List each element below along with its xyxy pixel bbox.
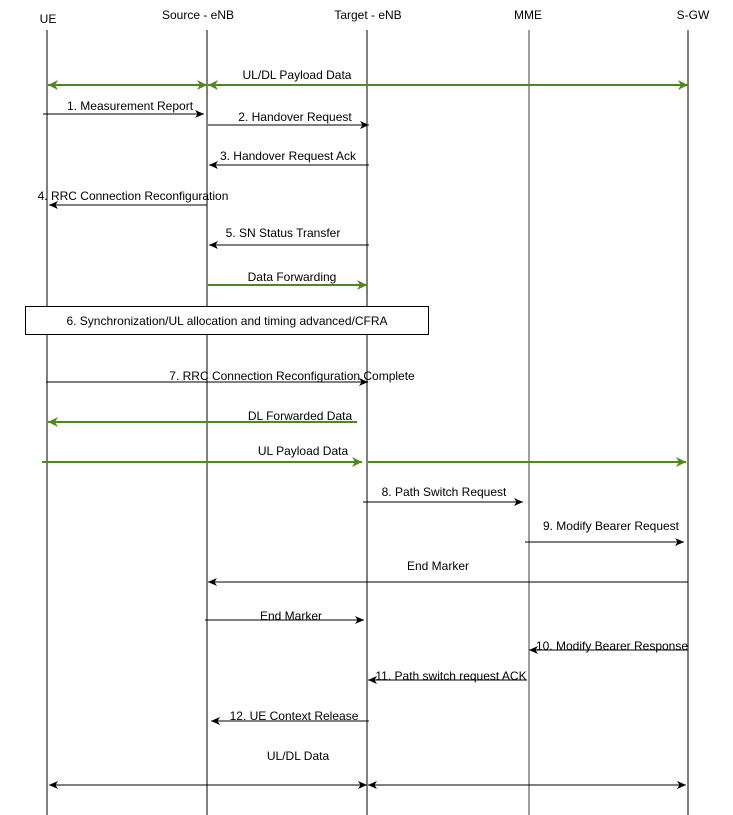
note-synchronization: 6. Synchronization/UL allocation and tim… bbox=[25, 306, 429, 335]
message-handover-request-ack: 3. Handover Request Ack bbox=[209, 149, 369, 169]
participant-label-sgw: S-GW bbox=[677, 8, 710, 22]
message-path-switch-request: 8. Path Switch Request bbox=[363, 485, 523, 506]
message-path-switch-request-ack: 11. Path switch request ACK bbox=[368, 669, 527, 684]
message-ul-payload-data: UL Payload Data bbox=[42, 444, 686, 467]
message-modify-bearer-response: 10. Modify Bearer Response bbox=[529, 639, 688, 654]
message-label: 5. SN Status Transfer bbox=[226, 226, 341, 240]
participant-label-source-enb: Source - eNB bbox=[162, 8, 234, 22]
message-label: UL/DL Data bbox=[267, 749, 330, 763]
message-rrc-connection-reconfiguration: 4. RRC Connection Reconfiguration bbox=[38, 189, 229, 209]
message-label: UL Payload Data bbox=[258, 444, 349, 458]
message-label: 9. Modify Bearer Request bbox=[543, 519, 680, 533]
message-label: 12. UE Context Release bbox=[230, 709, 359, 723]
participant-label-mme: MME bbox=[514, 8, 542, 22]
message-label: 1. Measurement Report bbox=[67, 99, 194, 113]
message-label: 10. Modify Bearer Response bbox=[536, 639, 688, 653]
lifelines bbox=[46, 30, 689, 815]
note-box bbox=[25, 306, 429, 335]
message-end-marker-1: End Marker bbox=[208, 559, 688, 586]
message-label: DL Forwarded Data bbox=[248, 409, 353, 423]
message-ul-dl-data: UL/DL Data bbox=[49, 749, 686, 789]
participant-label-ue: UE bbox=[40, 12, 57, 26]
message-label: 11. Path switch request ACK bbox=[375, 669, 526, 683]
message-label: 7. RRC Connection Reconfiguration Comple… bbox=[169, 369, 415, 383]
message-label: 8. Path Switch Request bbox=[382, 485, 507, 499]
message-label: End Marker bbox=[407, 559, 469, 573]
message-label: 2. Handover Request bbox=[238, 110, 352, 124]
message-ul-dl-payload-data: UL/DL Payload Data bbox=[48, 68, 688, 90]
participant-label-target-enb: Target - eNB bbox=[334, 8, 401, 22]
note-label: 6. Synchronization/UL allocation and tim… bbox=[66, 314, 387, 328]
message-sn-status-transfer: 5. SN Status Transfer bbox=[209, 226, 369, 249]
message-label: End Marker bbox=[260, 609, 322, 623]
message-rrc-connection-reconfiguration-complete: 7. RRC Connection Reconfiguration Comple… bbox=[46, 369, 415, 386]
participant-headers: UE Source - eNB Target - eNB MME S-GW bbox=[40, 8, 710, 26]
message-dl-forwarded-data: DL Forwarded Data bbox=[48, 409, 357, 427]
message-label: 4. RRC Connection Reconfiguration bbox=[38, 189, 229, 203]
messages: UL/DL Payload Data 1. Measurement Report… bbox=[38, 68, 688, 789]
message-handover-request: 2. Handover Request bbox=[208, 110, 369, 129]
message-measurement-report: 1. Measurement Report bbox=[43, 99, 204, 118]
message-label: Data Forwarding bbox=[248, 270, 337, 284]
message-data-forwarding: Data Forwarding bbox=[208, 270, 367, 290]
message-end-marker-2: End Marker bbox=[205, 609, 364, 624]
message-ue-context-release: 12. UE Context Release bbox=[211, 709, 369, 725]
message-modify-bearer-request: 9. Modify Bearer Request bbox=[525, 519, 684, 546]
message-label: 3. Handover Request Ack bbox=[220, 149, 357, 163]
message-label: UL/DL Payload Data bbox=[243, 68, 352, 82]
